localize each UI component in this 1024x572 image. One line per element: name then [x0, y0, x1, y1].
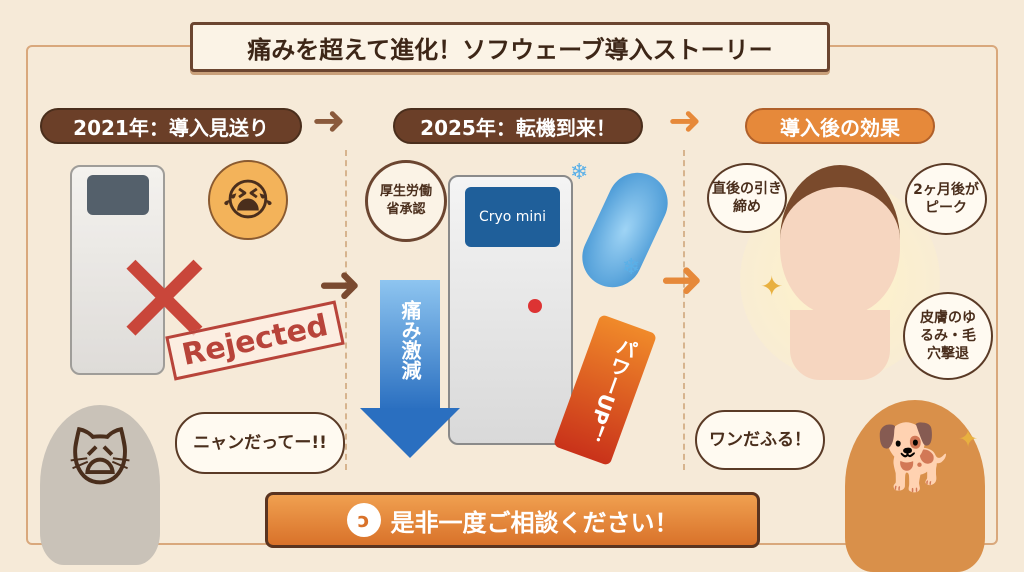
sparkle-icon: ✦ — [958, 425, 979, 453]
dog-illustration: 🐕 — [845, 400, 985, 572]
speech-text: ニャンだってー!! — [193, 432, 327, 453]
cat-speech-bubble: ニャンだってー!! — [175, 412, 345, 474]
divider — [345, 150, 347, 470]
label-text: 導入後の効果 — [780, 115, 900, 140]
neck — [790, 310, 890, 380]
cat-illustration: 🙀 — [40, 405, 160, 565]
arrow-icon: ➜ — [660, 250, 704, 310]
effect-text: 直後の引き締め — [712, 180, 782, 215]
snowflake-icon: ❄ — [622, 255, 641, 280]
effect-bubble-1: 直後の引き締め — [707, 163, 787, 233]
pain-reduction-text: 痛み激減 — [398, 300, 422, 380]
divider — [683, 150, 685, 470]
page-title: 痛みを超えて進化！ソフウェーブ導入ストーリー — [247, 35, 773, 64]
cta-label: 是非一度ご相談ください！ — [390, 508, 679, 537]
arrow-icon: ➜ — [668, 98, 702, 144]
title-banner: 痛みを超えて進化！ソフウェーブ導入ストーリー — [190, 22, 830, 72]
label-text: 2021年：導入見送り — [73, 115, 269, 140]
cryo-mini-machine: Cryo mini — [448, 175, 573, 445]
snowflake-icon: ❄ — [570, 160, 589, 185]
effect-bubble-3: 皮膚のゆるみ・毛穴撃退 — [903, 292, 993, 380]
speech-text: ワンだふる！ — [709, 429, 811, 450]
approval-text: 厚生労働省承認 — [379, 183, 432, 217]
old-machine — [70, 165, 165, 375]
effect-text: 2ヶ月後がピーク — [913, 181, 979, 216]
crying-face-icon: 😭 — [208, 160, 288, 240]
approval-seal: 厚生労働省承認 — [365, 160, 447, 242]
consultation-button[interactable]: ↄ 是非一度ご相談ください！ — [265, 492, 760, 548]
machine-screen — [87, 175, 149, 215]
effect-text: 皮膚のゆるみ・毛穴撃退 — [920, 309, 976, 363]
dog-speech-bubble: ワンだふる！ — [695, 410, 825, 470]
logo-icon: ↄ — [346, 503, 381, 537]
arrow-icon: ➜ — [318, 255, 362, 315]
pain-down-arrow — [380, 280, 440, 410]
machine-screen: Cryo mini — [465, 187, 560, 247]
sparkle-icon: ✦ — [760, 270, 784, 303]
arrow-icon: ➜ — [312, 98, 346, 144]
effect-bubble-2: 2ヶ月後がピーク — [905, 163, 987, 235]
woman-face-illustration — [780, 165, 900, 315]
section-label-effects: 導入後の効果 — [745, 108, 935, 144]
arrow-head — [360, 408, 460, 458]
section-label-2025: 2025年：転機到来！ — [393, 108, 643, 144]
section-label-2021: 2021年：導入見送り — [40, 108, 302, 144]
label-text: 2025年：転機到来！ — [420, 115, 616, 140]
power-button-icon — [528, 299, 542, 313]
